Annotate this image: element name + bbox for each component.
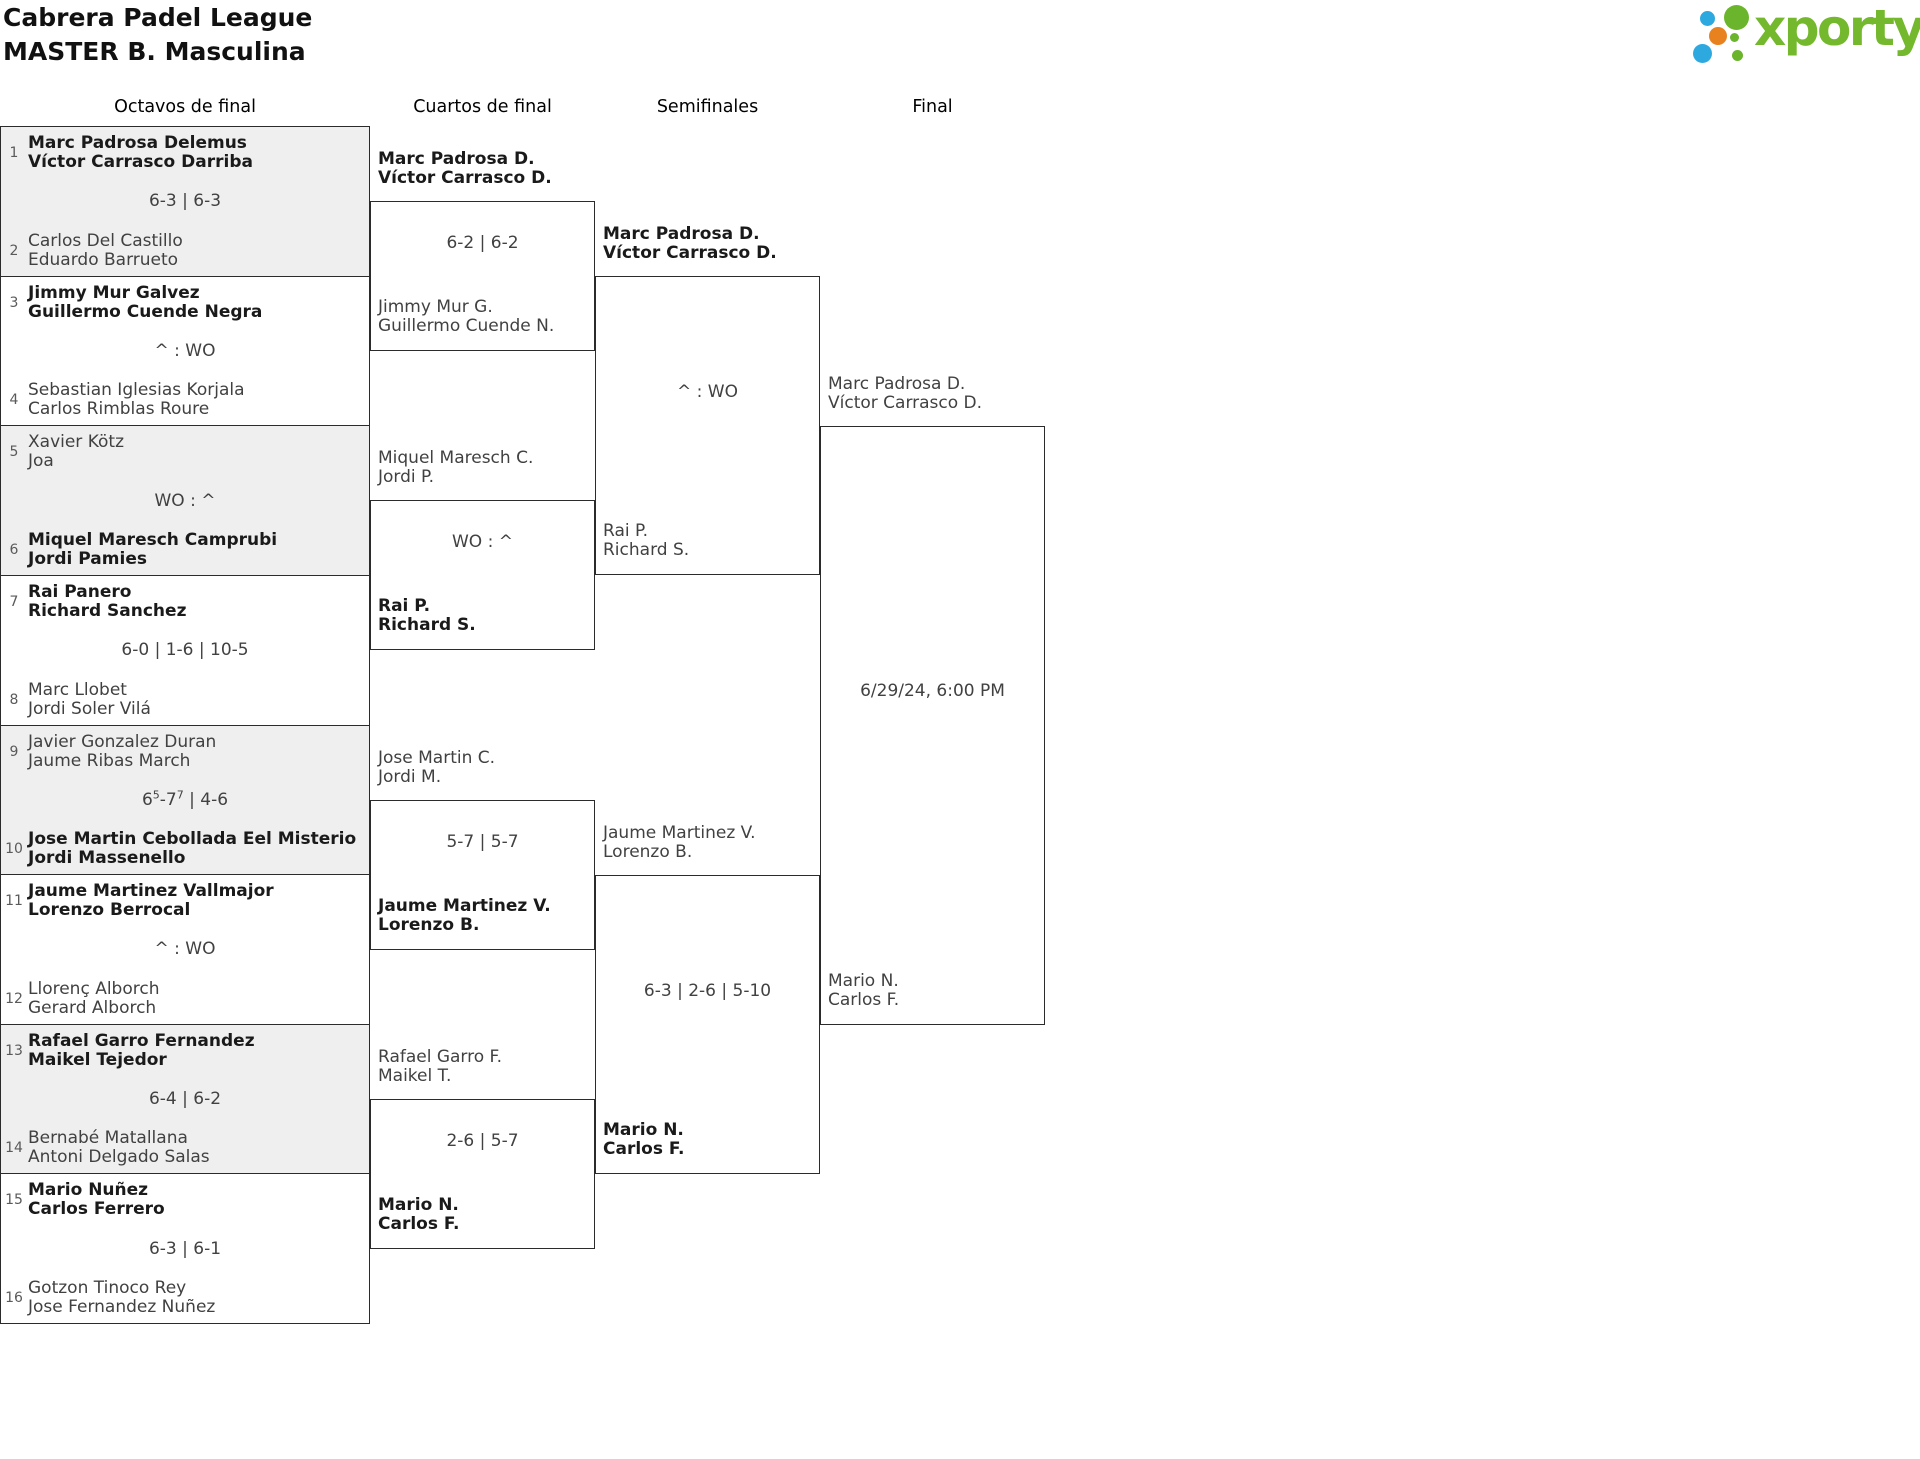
final-match: Marc Padrosa D. Víctor Carrasco D. 6/29/… [820,374,1045,1025]
team-name: Rafael Garro Fernandez Maikel Tejedor [28,1030,255,1070]
qf-match-3: Jose Martin C. Jordi M. 5-7 | 5-7 Jaume … [370,748,595,950]
team-name: Mario N. Carlos F. [603,1120,685,1160]
qf-match-2: Miquel Maresch C. Jordi P. WO : ^ Rai P.… [370,449,595,651]
r16-match-2: 3 Jimmy Mur Galvez Guillermo Cuende Negr… [1,277,369,427]
team-name: Marc Padrosa Delemus Víctor Carrasco Dar… [28,133,253,172]
logo-dot-blue-bottom-icon [1693,44,1712,63]
logo-dot-green-bottom-icon [1732,50,1743,61]
seed-number: 11 [5,893,23,910]
seed-number: 15 [5,1192,23,1209]
logo-dot-blue-top-icon [1700,11,1715,26]
team-name: Marc Padrosa D. Víctor Carrasco D. [828,373,983,413]
round-header-final: Final [912,97,953,117]
seed-number: 16 [5,1290,23,1306]
match-score: 6-0 | 1-6 | 10-5 [121,640,249,661]
seed-number: 8 [9,691,19,708]
team-name: Jaume Martinez V. Lorenzo B. [603,822,756,862]
team-name: Jimmy Mur G. Guillermo Cuende N. [378,296,555,336]
team-name: Miquel Maresch Camprubi Jordi Pamies [28,529,278,569]
team-name: Carlos Del Castillo Eduardo Barrueto [28,230,183,270]
match-score: 5-7 | 5-7 [446,831,519,852]
team-name: Rai P. Richard S. [603,521,690,561]
match-score: ^ : WO [154,939,216,960]
match-score: 6-2 | 6-2 [446,232,519,253]
team-name: Marc Padrosa D. Víctor Carrasco D. [378,148,552,188]
match-score: 2-6 | 5-7 [446,1131,519,1152]
team-name: Mario N. Carlos F. [828,970,900,1010]
team-name: Jimmy Mur Galvez Guillermo Cuende Negra [28,282,263,322]
match-score: WO : ^ [452,532,513,553]
r16-match-6: 11 Jaume Martinez Vallmajor Lorenzo Berr… [1,875,369,1025]
logo-dot-green-small-icon [1730,33,1739,42]
xporty-logo[interactable]: xporty [1692,0,1920,66]
r16-match-4: 7 Rai Panero Richard Sanchez 6-0 | 1-6 |… [1,576,369,726]
r16-match-7: 13 Rafael Garro Fernandez Maikel Tejedor… [1,1024,369,1175]
team-name: Llorenç Alborch Gerard Alborch [28,978,160,1018]
sf-match-1: Marc Padrosa D. Víctor Carrasco D. ^ : W… [595,224,820,576]
team-name: Bernabé Matallana Antoni Delgado Salas [28,1128,210,1168]
qf-match-1: Marc Padrosa D. Víctor Carrasco D. 6-2 |… [370,149,595,351]
seed-number: 13 [5,1042,23,1059]
team-name: Sebastian Iglesias Korjala Carlos Rimbla… [28,380,245,420]
seed-number: 10 [5,841,23,858]
logo-dot-green-big-icon [1724,5,1749,30]
team-name: Jaume Martinez V. Lorenzo B. [378,895,551,935]
match-score: 6-4 | 6-2 [148,1089,222,1110]
team-name: Rai Panero Richard Sanchez [28,581,187,621]
team-name: Jose Martin C. Jordi M. [378,747,496,787]
tournament-title: Cabrera Padel League MASTER B. Masculina [3,1,312,69]
seed-number: 12 [5,990,23,1007]
r16-match-3: 5 Xavier Kötz Joa WO : ^ 6 Miquel Maresc… [1,426,369,576]
match-score: 6-3 | 6-1 [148,1238,222,1259]
match-score: 6-3 | 2-6 | 5-10 [643,980,772,1001]
match-score: 6-3 | 6-3 [148,191,222,212]
seed-number: 5 [9,444,19,461]
round-header-octavos: Octavos de final [114,97,256,117]
round-header-semifinales: Semifinales [656,97,759,117]
match-score: ^ : WO [677,381,738,402]
seed-number: 3 [9,294,19,311]
team-name: Marc Padrosa D. Víctor Carrasco D. [603,223,777,263]
round-of-16-column: 1 Marc Padrosa Delemus Víctor Carrasco D… [0,126,370,1324]
sf-match-2: Jaume Martinez V. Lorenzo B. 6-3 | 2-6 |… [595,823,820,1175]
team-name: Mario Nuñez Carlos Ferrero [28,1180,165,1220]
team-name: Javier Gonzalez Duran Jaume Ribas March [28,731,217,771]
seed-number: 1 [9,145,19,161]
team-name: Gotzon Tinoco Rey Jose Fernandez Nuñez [28,1278,216,1317]
logo-wordmark: xporty [1754,0,1920,57]
team-name: Mario N. Carlos F. [378,1195,460,1235]
team-name: Marc Llobet Jordi Soler Vilá [28,679,151,719]
team-name: Xavier Kötz Joa [28,432,124,472]
seed-number: 7 [9,593,19,610]
match-schedule: 6/29/24, 6:00 PM [860,680,1005,701]
seed-number: 9 [9,743,19,760]
category-name: MASTER B. Masculina [3,37,306,66]
seed-number: 6 [9,541,19,558]
match-score: 65-77 | 4-6 [141,788,229,810]
r16-match-1: 1 Marc Padrosa Delemus Víctor Carrasco D… [1,127,369,277]
round-header-cuartos: Cuartos de final [413,97,552,117]
r16-match-5: 9 Javier Gonzalez Duran Jaume Ribas Marc… [1,725,369,876]
team-name: Rai P. Richard S. [378,596,476,636]
r16-match-8: 15 Mario Nuñez Carlos Ferrero 6-3 | 6-1 … [1,1174,369,1323]
team-name: Jose Martin Cebollada Eel Misterio Jordi… [28,829,357,869]
match-score: WO : ^ [154,490,216,511]
logo-dot-orange-icon [1709,27,1727,45]
match-score: ^ : WO [154,340,216,361]
team-name: Rafael Garro F. Maikel T. [378,1047,502,1087]
seed-number: 4 [9,392,19,409]
tournament-name: Cabrera Padel League [3,3,313,32]
seed-number: 2 [9,242,19,259]
seed-number: 14 [5,1140,23,1157]
qf-match-4: Rafael Garro F. Maikel T. 2-6 | 5-7 Mari… [370,1048,595,1250]
team-name: Jaume Martinez Vallmajor Lorenzo Berroca… [28,881,274,921]
team-name: Miquel Maresch C. Jordi P. [378,448,534,488]
